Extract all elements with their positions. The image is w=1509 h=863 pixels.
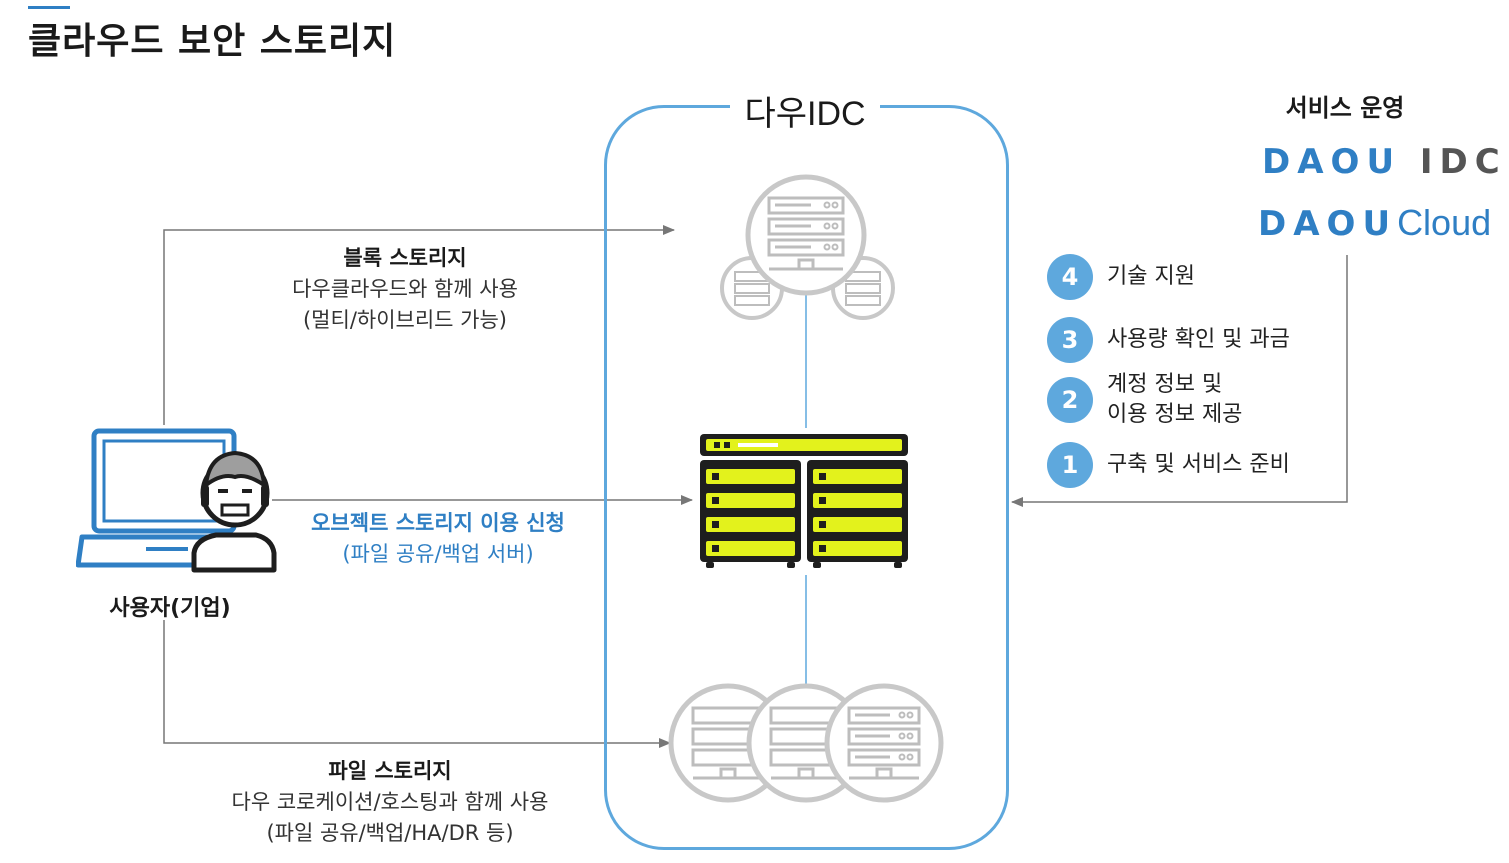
file-storage-server-cluster-icon	[668, 683, 944, 803]
block-storage-server-cluster-icon	[720, 174, 895, 320]
block-storage-caption: 블록 스토리지 다우클라우드와 함께 사용 (멀티/하이브리드 가능)	[230, 243, 580, 336]
daou-cloud-logo: DAOUCloud	[1258, 202, 1491, 244]
step-number-badge: 3	[1047, 317, 1093, 363]
user-person-icon	[191, 450, 277, 573]
step-text: 기술 지원	[1107, 264, 1195, 289]
step-number-badge: 4	[1047, 254, 1093, 300]
step-number-badge: 2	[1047, 377, 1093, 423]
step-text-line1: 계정 정보 및	[1107, 372, 1223, 397]
file-storage-arrow	[163, 620, 671, 748]
page-title: 클라우드 보안 스토리지	[28, 21, 397, 62]
block-storage-arrow	[163, 225, 675, 425]
step-text-multiline: 계정 정보 및 이용 정보 제공	[1107, 370, 1242, 430]
server-circle-right-icon	[824, 683, 944, 803]
object-storage-server-rack-icon	[700, 434, 908, 568]
file-storage-line1: 다우 코로케이션/호스팅과 함께 사용	[231, 790, 549, 814]
daou-cloud-logo-suffix: Cloud	[1397, 202, 1492, 243]
step-text: 사용량 확인 및 과금	[1107, 327, 1290, 352]
service-ops-title: 서비스 운영	[1285, 94, 1405, 122]
service-step-3: 3 사용량 확인 및 과금	[1047, 317, 1290, 363]
daou-idc-logo-suffix: IDC	[1419, 142, 1507, 182]
object-storage-caption: 오브젝트 스토리지 이용 신청 (파일 공유/백업 서버)	[268, 508, 608, 570]
rack-left-column	[700, 460, 801, 568]
idc-label: 다우IDC	[730, 86, 880, 135]
object-storage-title: 오브젝트 스토리지 이용 신청	[311, 511, 565, 535]
user-label: 사용자(기업)	[109, 596, 231, 621]
step-number-badge: 1	[1047, 442, 1093, 488]
object-storage-line1: (파일 공유/백업 서버)	[342, 542, 534, 566]
service-step-2: 2 계정 정보 및 이용 정보 제공	[1047, 370, 1242, 430]
daou-cloud-logo-brand: DAOU	[1258, 204, 1398, 244]
file-storage-caption: 파일 스토리지 다우 코로케이션/호스팅과 함께 사용 (파일 공유/백업/HA…	[180, 756, 600, 849]
daou-idc-logo: DAOU IDC	[1262, 142, 1507, 182]
service-ops-arrow	[1011, 255, 1348, 507]
rack-right-column	[807, 460, 908, 568]
service-step-4: 4 기술 지원	[1047, 254, 1195, 300]
daou-idc-logo-brand: DAOU	[1262, 142, 1402, 182]
user-laptop-icon	[76, 428, 277, 573]
file-storage-title: 파일 스토리지	[328, 759, 452, 783]
block-storage-line1: 다우클라우드와 함께 사용	[292, 277, 518, 301]
main-server-top-icon	[745, 174, 867, 296]
step-text: 구축 및 서비스 준비	[1107, 452, 1290, 477]
step-text-line2: 이용 정보 제공	[1107, 402, 1243, 427]
title-accent-bar	[28, 6, 70, 9]
service-step-1: 1 구축 및 서비스 준비	[1047, 442, 1290, 488]
block-storage-title: 블록 스토리지	[343, 246, 467, 270]
file-storage-line2: (파일 공유/백업/HA/DR 등)	[266, 821, 514, 845]
block-storage-line2: (멀티/하이브리드 가능)	[302, 308, 507, 332]
